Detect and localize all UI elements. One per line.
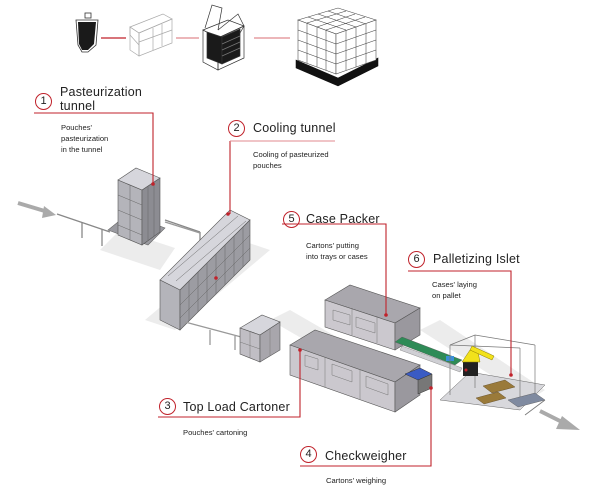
case-packer-machine (324, 284, 421, 351)
step-description: Pouches' pasteurization in the tunnel (61, 122, 108, 155)
step-number-badge: 6 (408, 251, 425, 268)
step-description-line: pasteurization (61, 134, 109, 143)
step-title: Palletizing Islet (433, 252, 520, 266)
step-description-line: Cartons' weighing (326, 476, 387, 485)
infeed-arrow (17, 201, 56, 218)
step-number-badge: 2 (228, 120, 245, 137)
step-number-badge: 4 (300, 446, 317, 463)
step-description-line: Cartons' putting (306, 241, 359, 250)
step-description: Cooling of pasteurized pouches (253, 149, 329, 171)
step-description: Pouches' cartoning (183, 427, 247, 438)
step-description-line: Cooling of pasteurized (253, 150, 329, 159)
pallet-icon (295, 7, 379, 87)
step-description-line: on pallet (432, 291, 461, 300)
checkweigher-machine (404, 367, 433, 395)
infeed-conveyor (56, 213, 201, 246)
pasteurization-tunnel-machine (107, 167, 166, 246)
step-description-line: Pouches' (61, 123, 93, 132)
step-description-line: pouches (253, 161, 282, 170)
pouch-icon (75, 12, 99, 53)
step-number-badge: 1 (35, 93, 52, 110)
step-number-badge: 3 (159, 398, 176, 415)
leader-lines (34, 112, 512, 467)
step-title: Cooling tunnel (253, 121, 336, 135)
step-title: Case Packer (306, 212, 380, 226)
carton-icon (129, 13, 173, 57)
conveyor (164, 221, 201, 234)
conveyor (184, 321, 246, 350)
step-description-line: in the tunnel (61, 145, 103, 154)
step-description-line: Pouches' cartoning (183, 428, 248, 437)
step-description-line: into trays or cases (306, 252, 368, 261)
cooling-tunnel-machine (159, 209, 251, 331)
cartoner-infeed-module (239, 314, 281, 363)
step-number-badge: 5 (283, 211, 300, 228)
step-title: Pasteurization (60, 85, 143, 99)
step-title: Checkweigher (325, 449, 407, 463)
step-title-line2: tunnel (60, 99, 96, 113)
step-description-line: Cases' laying (432, 280, 477, 289)
step-description: Cases' laying on pallet (432, 279, 477, 301)
step-title: Top Load Cartoner (183, 400, 290, 414)
outfeed-arrow (539, 409, 580, 430)
case-icon (202, 4, 245, 71)
step-description: Cartons' weighing (326, 475, 386, 486)
step-description: Cartons' putting into trays or cases (306, 240, 368, 262)
